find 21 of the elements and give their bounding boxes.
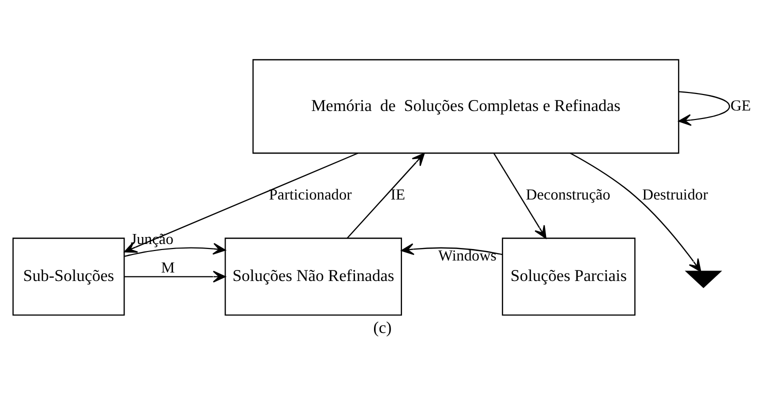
- edge-label: Windows: [438, 247, 497, 264]
- edge-label: Destruidor: [642, 186, 708, 204]
- edge-label: M: [161, 259, 175, 276]
- arrow: [346, 152, 425, 239]
- edge-label: IE: [390, 186, 406, 204]
- arrow: [401, 243, 503, 256]
- arrow: [678, 91, 730, 126]
- edge-label: Deconstrução: [526, 186, 610, 204]
- arrow: [493, 153, 546, 239]
- node-box: Soluções Parciais: [502, 238, 636, 316]
- node-box: Sub-Soluções: [12, 238, 125, 316]
- edge-label: GE: [730, 97, 751, 114]
- node-box: Soluções Não Refinadas: [224, 238, 402, 316]
- caption: (c): [373, 318, 392, 338]
- node-ground: [684, 270, 722, 288]
- arrow: [124, 152, 358, 253]
- arrow: [570, 152, 702, 272]
- arrow: [124, 270, 226, 283]
- edge-label: Particionador: [269, 186, 352, 204]
- arrow: [124, 242, 226, 257]
- node-box: Memória de Soluções Completas e Refinadas: [252, 59, 680, 154]
